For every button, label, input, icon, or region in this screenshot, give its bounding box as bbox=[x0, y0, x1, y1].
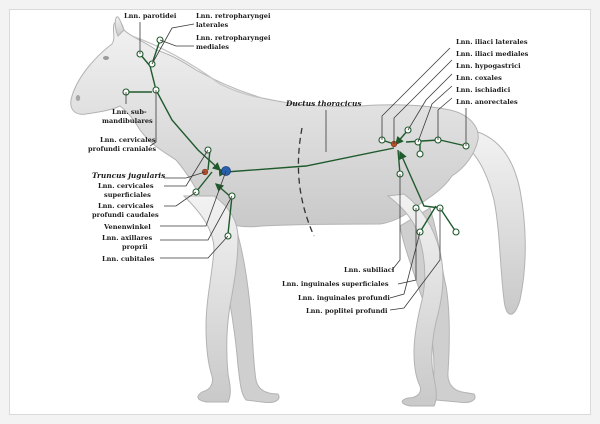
label-anorectales: Lnn. anorectales bbox=[456, 98, 518, 106]
label-cerv-caud-2: profundi caudales bbox=[92, 211, 159, 219]
tail bbox=[470, 132, 525, 314]
label-submand-2: mandibulares bbox=[102, 117, 153, 125]
eye bbox=[103, 56, 109, 60]
label-cerv-cran-1: Lnn. cervicales bbox=[100, 136, 156, 144]
label-venenwinkel: Venenwinkel bbox=[103, 223, 151, 231]
node-ing-sup bbox=[453, 229, 459, 235]
label-hypogastrici: Lnn. hypogastrici bbox=[456, 62, 521, 70]
label-cubitales: Lnn. cubitales bbox=[102, 255, 155, 263]
label-retro-lat-1: Lnn. retropharyngei bbox=[196, 12, 271, 20]
label-cerv-sup-2: superficiales bbox=[104, 191, 151, 199]
label-coxales: Lnn. coxales bbox=[456, 74, 502, 82]
label-ductus: Ductus thoracicus bbox=[285, 99, 362, 108]
near-fore-leg bbox=[184, 196, 238, 402]
label-retro-med-1: Lnn. retropharyngei bbox=[196, 34, 271, 42]
label-ischiadici: Lnn. ischiadici bbox=[456, 86, 511, 94]
label-axill-1: Lnn. axillares bbox=[102, 234, 152, 242]
label-poplitei: Lnn. poplitei profundi bbox=[306, 307, 388, 315]
nostril bbox=[76, 95, 80, 101]
label-cerv-cran-2: profundi craniales bbox=[88, 145, 156, 153]
label-iliaci-lat: Lnn. iliaci laterales bbox=[456, 38, 528, 46]
label-retro-lat-2: laterales bbox=[196, 21, 228, 29]
label-cerv-sup-1: Lnn. cervicales bbox=[98, 182, 154, 190]
label-axill-2: proprii bbox=[122, 243, 148, 251]
label-ing-sup: Lnn. inguinales superficiales bbox=[282, 280, 389, 288]
label-iliaci-med: Lnn. iliaci mediales bbox=[456, 50, 529, 58]
label-subiliaci: Lnn. subiliaci bbox=[344, 266, 395, 274]
label-cerv-caud-1: Lnn. cervicales bbox=[98, 202, 154, 210]
label-parotidei: Lnn. parotidei bbox=[124, 12, 177, 20]
label-truncus: Truncus jugularis bbox=[92, 171, 166, 180]
label-ing-prof: Lnn. inguinales profundi bbox=[298, 294, 390, 302]
label-submand-1: Lnn. sub- bbox=[112, 108, 147, 116]
node-anorect bbox=[417, 151, 423, 157]
label-retro-med-2: mediales bbox=[196, 43, 229, 51]
